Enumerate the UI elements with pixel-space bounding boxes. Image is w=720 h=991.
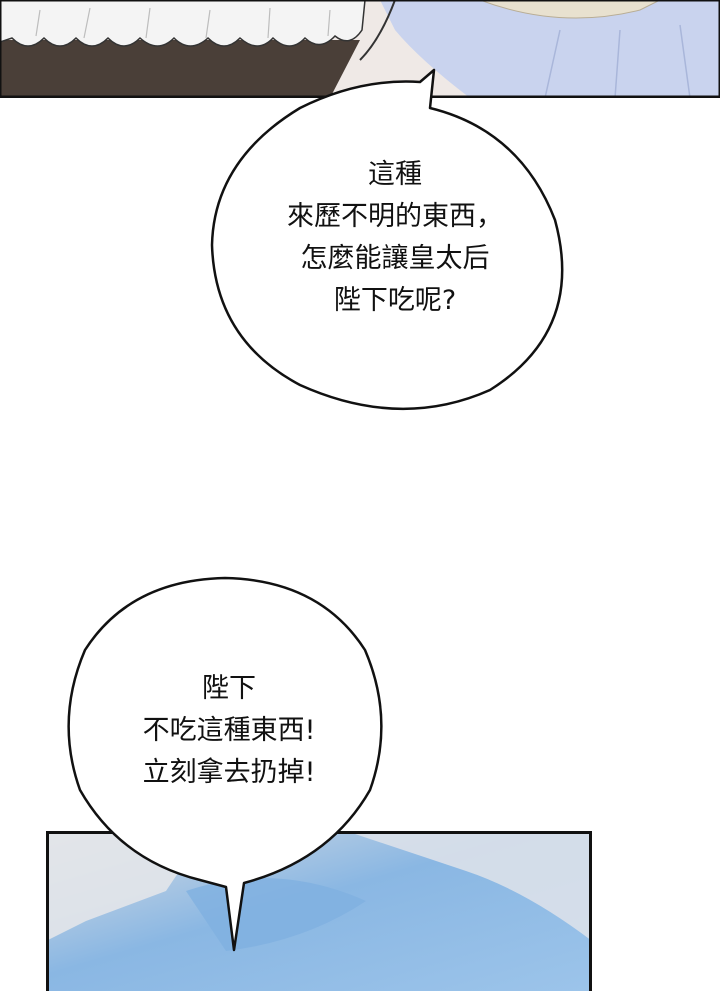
bubble-1-line-3: 怎麼能讓皇太后 <box>230 238 560 280</box>
bubble-1-line-1: 這種 <box>230 154 560 196</box>
bubble-2-line-1: 陛下 <box>74 668 384 710</box>
speech-bubble-2-text: 陛下 不吃這種東西! 立刻拿去扔掉! <box>74 668 384 794</box>
speech-bubble-1-text: 這種 來歷不明的東西， 怎麼能讓皇太后 陛下吃呢? <box>230 154 560 322</box>
bubble-2-line-2: 不吃這種東西! <box>74 710 384 752</box>
bubble-2-line-3: 立刻拿去扔掉! <box>74 752 384 794</box>
bubble-1-line-2: 來歷不明的東西， <box>230 196 560 238</box>
bubble-1-line-4: 陛下吃呢? <box>230 280 560 322</box>
